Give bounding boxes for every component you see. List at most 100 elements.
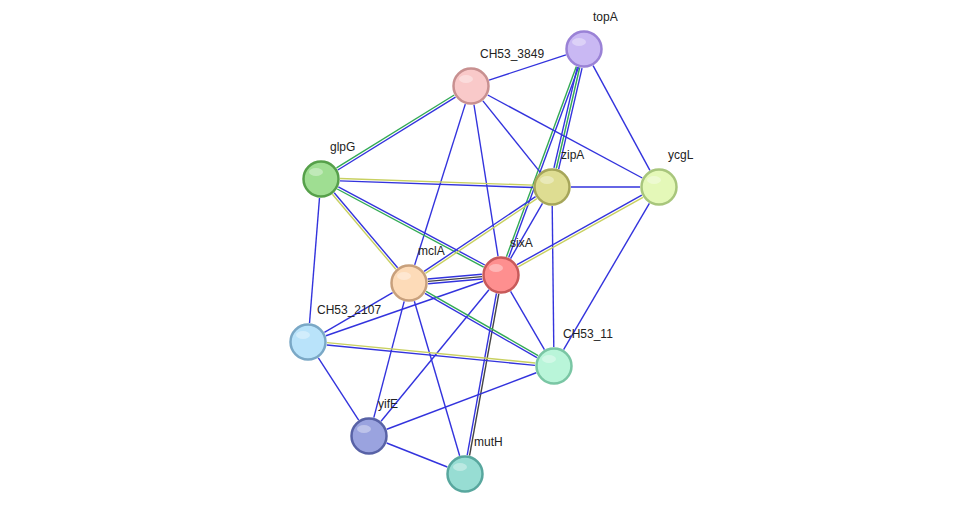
evidence-line xyxy=(334,193,397,268)
interaction-edge xyxy=(387,443,448,467)
circle-highlight xyxy=(647,176,661,184)
circle-highlight xyxy=(540,176,554,184)
circle-shape xyxy=(448,457,483,492)
node-label: sixA xyxy=(510,236,533,250)
interaction-edge xyxy=(340,178,533,187)
evidence-line xyxy=(332,194,395,269)
interaction-edge xyxy=(425,291,538,357)
node-label: zipA xyxy=(561,148,584,162)
interaction-edge xyxy=(552,206,554,347)
circle-shape xyxy=(535,170,570,205)
node-circle xyxy=(350,417,388,455)
interaction-edge xyxy=(387,373,536,430)
node-circle xyxy=(565,30,603,68)
node-circle xyxy=(289,323,327,361)
evidence-line xyxy=(428,277,482,282)
evidence-line xyxy=(488,95,643,178)
interaction-edge xyxy=(511,291,545,349)
protein-node: zipA xyxy=(533,168,571,206)
evidence-line xyxy=(374,301,404,417)
protein-node: CH53_2107 xyxy=(289,323,327,361)
circle-shape xyxy=(642,170,677,205)
evidence-line xyxy=(424,197,535,272)
node-label: glpG xyxy=(330,140,355,154)
evidence-line xyxy=(518,197,643,267)
evidence-line xyxy=(425,293,537,357)
interaction-edge xyxy=(428,274,483,283)
circle-highlight xyxy=(453,463,467,471)
circle-highlight xyxy=(489,264,503,272)
circle-highlight xyxy=(296,331,310,339)
protein-node: mutH xyxy=(446,455,484,493)
evidence-line xyxy=(338,97,456,170)
node-label: CH53_3849 xyxy=(480,47,544,61)
interaction-edge xyxy=(327,343,535,366)
evidence-line xyxy=(327,343,535,363)
node-label: yifE xyxy=(378,397,398,411)
evidence-line xyxy=(387,373,536,430)
node-label: mutH xyxy=(474,435,503,449)
interaction-edge xyxy=(483,101,540,172)
protein-node: ycgL xyxy=(640,168,678,206)
circle-highlight xyxy=(357,425,371,433)
node-label: CH53_2107 xyxy=(317,303,381,317)
circle-shape xyxy=(352,419,387,454)
circle-highlight xyxy=(397,272,411,280)
protein-node: topA xyxy=(565,30,603,68)
evidence-line xyxy=(564,203,650,349)
circle-highlight xyxy=(309,168,323,176)
node-circle xyxy=(390,264,428,302)
evidence-line xyxy=(414,301,459,456)
node-label: mclA xyxy=(418,244,445,258)
evidence-line xyxy=(338,187,484,265)
interaction-edge xyxy=(593,66,650,171)
circle-shape xyxy=(454,69,489,104)
protein-node: mclA xyxy=(390,264,428,302)
node-circle xyxy=(302,160,340,198)
evidence-line xyxy=(387,443,448,467)
node-circle xyxy=(452,67,490,105)
evidence-line xyxy=(593,66,650,171)
node-circle xyxy=(533,168,571,206)
interaction-edge xyxy=(337,95,456,170)
evidence-line xyxy=(517,195,642,265)
evidence-line xyxy=(318,358,358,420)
node-circle xyxy=(482,256,520,294)
evidence-line xyxy=(511,203,543,258)
interaction-edge xyxy=(511,203,543,258)
circle-shape xyxy=(567,32,602,67)
interaction-edge xyxy=(318,358,358,420)
evidence-line xyxy=(511,291,545,349)
circle-highlight xyxy=(572,38,586,46)
protein-node: glpG xyxy=(302,160,340,198)
evidence-line xyxy=(483,101,540,172)
evidence-line xyxy=(509,67,579,257)
protein-node: yifE xyxy=(350,417,388,455)
evidence-line xyxy=(340,181,533,188)
node-label: ycgL xyxy=(668,148,693,162)
interaction-edge xyxy=(332,193,397,270)
interaction-edge xyxy=(374,301,404,417)
protein-node: sixA xyxy=(482,256,520,294)
circle-shape xyxy=(484,258,519,293)
node-circle xyxy=(535,347,573,385)
evidence-line xyxy=(426,291,538,355)
circle-shape xyxy=(304,162,339,197)
interaction-edge xyxy=(424,197,537,274)
circle-highlight xyxy=(542,355,556,363)
protein-node: CH53_3849 xyxy=(452,67,490,105)
circle-shape xyxy=(537,349,572,384)
node-circle xyxy=(640,168,678,206)
evidence-line xyxy=(428,274,482,279)
circle-shape xyxy=(392,266,427,301)
evidence-line xyxy=(337,189,483,267)
interaction-edge xyxy=(488,95,643,178)
circle-shape xyxy=(291,325,326,360)
interaction-edge xyxy=(517,195,643,267)
node-label: topA xyxy=(593,10,618,24)
evidence-line xyxy=(428,279,482,284)
node-circle xyxy=(446,455,484,493)
interaction-edge xyxy=(571,187,640,188)
evidence-line xyxy=(571,186,640,187)
